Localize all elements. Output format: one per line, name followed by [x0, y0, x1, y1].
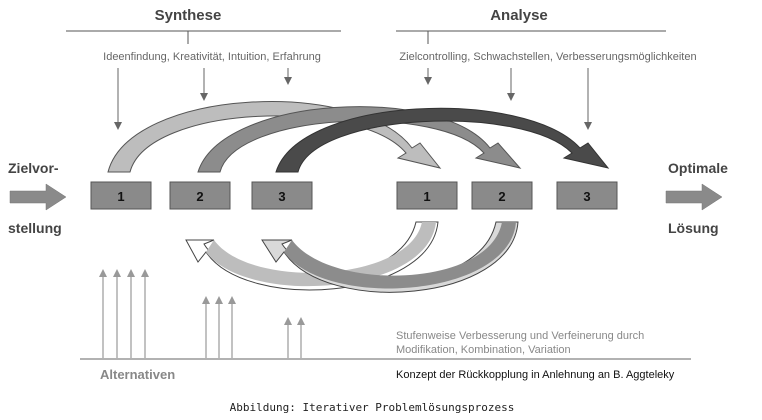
forward-arrow-3 — [275, 107, 610, 173]
analyse-subtitle: Zielcontrolling, Schwachstellen, Verbess… — [399, 51, 696, 63]
note-line-1: Stufenweise Verbesserung und Verfeinerun… — [396, 330, 644, 342]
synthese-box-1: 1 — [90, 181, 152, 210]
analyse-box-3-label: 3 — [583, 189, 590, 204]
alternatives-arrows — [99, 269, 305, 358]
synthese-box-3: 3 — [251, 181, 313, 210]
figure-caption: Abbildung: Iterativer Problemlösungsproz… — [230, 401, 515, 414]
forward-arrow-2 — [197, 106, 522, 173]
output-block-arrow — [665, 183, 723, 211]
left-label-line1: Zielvor- — [8, 160, 59, 176]
synthese-box-1-label: 1 — [117, 189, 124, 204]
synthese-subtitle: Ideenfindung, Kreativität, Intuition, Er… — [103, 51, 321, 63]
analyse-box-3: 3 — [556, 181, 618, 210]
synthese-box-3-label: 3 — [278, 189, 285, 204]
right-label-line2: Lösung — [668, 220, 719, 236]
input-block-arrow — [9, 183, 67, 211]
analyse-box-2: 2 — [471, 181, 533, 210]
analyse-box-1: 1 — [396, 181, 458, 210]
return-arrow-2-body — [284, 222, 516, 289]
synthese-box-2-label: 2 — [196, 189, 203, 204]
analyse-title: Analyse — [490, 7, 548, 24]
analyse-box-2-label: 2 — [498, 189, 505, 204]
note-line-2: Modifikation, Kombination, Variation — [396, 344, 571, 356]
synthese-title: Synthese — [155, 7, 222, 24]
left-label-line2: stellung — [8, 220, 62, 236]
analyse-box-1-label: 1 — [423, 189, 430, 204]
alternatives-label: Alternativen — [100, 367, 175, 382]
return-arrow-1-body — [206, 222, 436, 287]
right-label-line1: Optimale — [668, 160, 728, 176]
synthese-box-2: 2 — [169, 181, 231, 210]
concept-label: Konzept der Rückkopplung in Anlehnung an… — [396, 369, 675, 381]
